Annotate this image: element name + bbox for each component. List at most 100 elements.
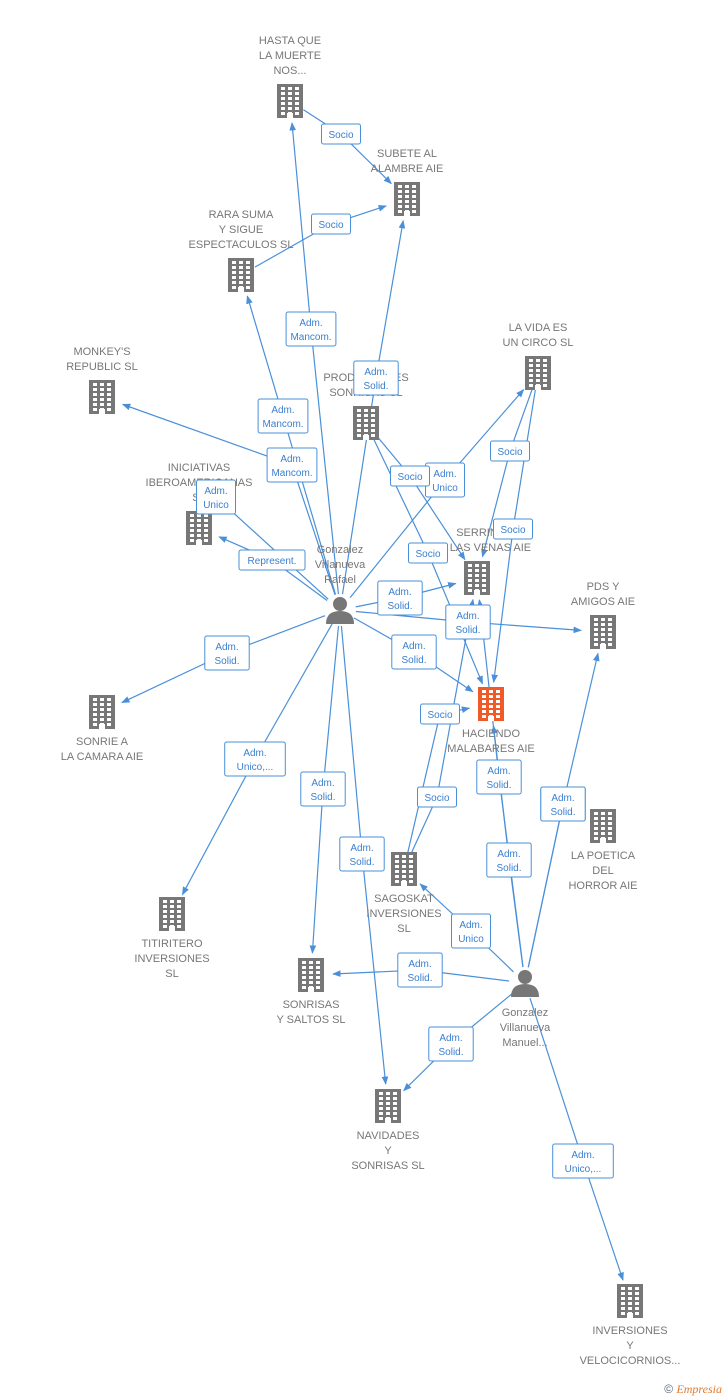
- edge-label-text: Socio: [427, 710, 452, 721]
- node-label-line: AMIGOS AIE: [571, 596, 635, 608]
- building-icon: [617, 1284, 643, 1318]
- edge-label-text: Unico,...: [237, 762, 274, 773]
- edge-label-rafael-sonrisasysaltos[interactable]: Adm.Solid.: [300, 771, 346, 807]
- edge-label-text: Adm.: [299, 318, 322, 329]
- edge-label-rafael-navidades[interactable]: Adm. Solid.: [339, 836, 385, 872]
- node-label-line: HORROR AIE: [568, 880, 637, 892]
- node-label-line: HASTA QUE: [259, 35, 321, 47]
- edge-label-hasta-subete[interactable]: Socio: [321, 123, 361, 145]
- edge-label-text: Solid.: [387, 601, 412, 612]
- edge-label-rafael-iniciativas[interactable]: Represent.: [238, 549, 306, 571]
- edge-label-rafael-sonriea[interactable]: Adm.Solid.: [204, 635, 250, 671]
- building-icon: [89, 380, 115, 414]
- edge-label-rara-subete[interactable]: Socio: [311, 213, 351, 235]
- edge-label-text: Adm.: [350, 843, 373, 854]
- edge-label-text: Adm.: [311, 778, 334, 789]
- edge-label-text: Solid.: [438, 1047, 463, 1058]
- edge-label-sagoskat-haciendo[interactable]: Socio: [420, 703, 460, 725]
- edge-label-manuel-navidades[interactable]: Adm.Solid.: [428, 1026, 474, 1062]
- edge-label-sagoskat-serrin[interactable]: Socio: [417, 786, 457, 808]
- edge-label-text: Mancom.: [271, 468, 312, 479]
- node-label-line: UN CIRCO SL: [503, 337, 574, 349]
- edge-label-text: Mancom.: [262, 419, 303, 430]
- copyright-symbol: ©: [664, 1382, 674, 1396]
- edge-label-rafael-pds[interactable]: Adm.Solid.: [445, 604, 491, 640]
- node-label-line: SONRIE A: [76, 736, 129, 748]
- edge-label-rafael-monkey[interactable]: Adm.Mancom.: [266, 447, 318, 483]
- edge-label-text: Adm.: [487, 766, 510, 777]
- edge-label-text: Unico: [432, 483, 458, 494]
- edge-label-text: Socio: [318, 220, 343, 231]
- node-label-line: Y: [384, 1145, 392, 1157]
- edge-label-rafael-haciendo[interactable]: Adm.Solid.: [391, 634, 437, 670]
- node-vida[interactable]: LA VIDA ES UN CIRCO SL: [503, 322, 574, 390]
- edge-label-productores-haciendo[interactable]: Socio: [408, 542, 448, 564]
- node-label-line: Gonzalez: [502, 1007, 548, 1019]
- edge-label-text: Adm.: [571, 1150, 594, 1161]
- node-label-line: POR LAS VENAS AIE: [423, 542, 531, 554]
- edge-label-vida-serrin[interactable]: Socio: [490, 440, 530, 462]
- edge-label-vida-haciendo[interactable]: Socio: [493, 518, 533, 540]
- edge-label-manuel-sagoskat[interactable]: Adm.Unico: [451, 913, 491, 949]
- edge-label-manuel-pds[interactable]: Adm.Solid.: [540, 786, 586, 822]
- node-label-line: RARA SUMA: [209, 209, 274, 221]
- edge-sagoskat-to-haciendo: [407, 706, 471, 854]
- person-icon: [511, 970, 539, 997]
- building-icon: [353, 406, 379, 440]
- edge-label-rafael-subete[interactable]: Adm.Solid.: [353, 360, 399, 396]
- node-velocicornios[interactable]: INVERSIONESYVELOCICORNIOS...: [580, 1284, 681, 1367]
- node-label-line: INVERSIONES: [134, 953, 209, 965]
- node-label-line: SAGOSKAT: [374, 893, 434, 905]
- edge-label-text: Unico: [458, 934, 484, 945]
- node-label-line: Manuel...: [502, 1037, 547, 1049]
- building-icon: [89, 695, 115, 729]
- edge-label-rafael-titiritero[interactable]: Adm.Unico,...: [224, 741, 286, 777]
- node-label-line: Y SALTOS SL: [276, 1014, 345, 1026]
- edge-label-rafael-rara[interactable]: Adm.Mancom.: [257, 398, 309, 434]
- edge-label-rafael-serrin[interactable]: Adm. Solid.: [377, 580, 423, 616]
- edge-label-productores-serrin[interactable]: Socio: [390, 465, 430, 487]
- edge-label-manuel-velocicornios[interactable]: Adm.Unico,...: [552, 1143, 614, 1179]
- node-label-line: REPUBLIC SL: [66, 361, 138, 373]
- edge-label-text: Solid.: [349, 857, 374, 868]
- edge-label-text: Adm.: [215, 642, 238, 653]
- node-manuel[interactable]: GonzalezVillanuevaManuel...: [500, 970, 551, 1049]
- edge-label-manuel-haciendo[interactable]: Adm.Solid.: [486, 842, 532, 878]
- edge-label-rafael-iniciativas[interactable]: Adm.Unico: [196, 479, 236, 515]
- edge-label-text: Socio: [424, 793, 449, 804]
- building-icon: [590, 809, 616, 843]
- edge-label-manuel-serrin[interactable]: Adm.Solid.: [476, 759, 522, 795]
- node-label-line: INICIATIVAS: [168, 462, 231, 474]
- edge-label-manuel-sonrisasysaltos[interactable]: Adm.Solid.: [397, 952, 443, 988]
- edge-label-rafael-vida[interactable]: Adm.Unico: [425, 462, 465, 498]
- building-icon: [525, 356, 551, 390]
- building-icon: [464, 561, 490, 595]
- edge-label-text: Socio: [415, 549, 440, 560]
- person-icon: [326, 597, 354, 624]
- node-sonriea[interactable]: SONRIE ALA CAMARA AIE: [61, 695, 144, 763]
- footer-brand[interactable]: © Empresia: [664, 1382, 722, 1397]
- building-icon: [394, 182, 420, 216]
- building-icon: [375, 1089, 401, 1123]
- edge-label-rafael-hasta[interactable]: Adm.Mancom.: [285, 311, 337, 347]
- edge-label-text: Represent.: [248, 556, 297, 567]
- edge-label-text: Socio: [497, 447, 522, 458]
- node-label-line: LA VIDA ES: [509, 322, 568, 334]
- edge-label-text: Adm.: [388, 587, 411, 598]
- node-label-line: SL: [165, 968, 178, 980]
- node-label-line: VELOCICORNIOS...: [580, 1355, 681, 1367]
